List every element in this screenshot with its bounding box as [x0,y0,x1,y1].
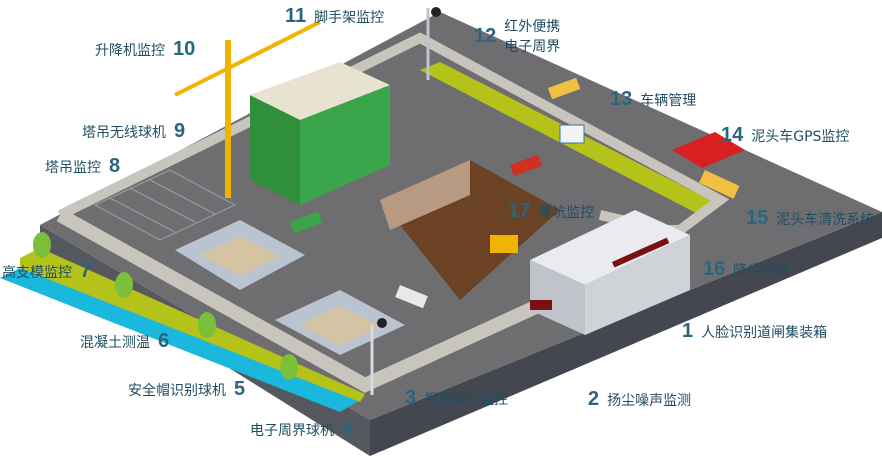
dome-camera [377,318,387,328]
scaffolding [93,169,237,241]
truck-wash-station [672,132,745,168]
dome-camera [431,7,441,17]
green-building-front [300,85,390,205]
green-building-top [250,62,390,120]
excavation-wall [380,160,470,230]
tanker-truck [290,211,323,234]
platform-side [370,212,882,456]
green-strip [20,248,365,402]
noise-monitor-display [530,300,552,310]
truck [699,170,740,199]
gate-container-side [530,260,585,335]
pit-1-floor [200,236,280,276]
gate-container-top [530,210,690,285]
green-building-side [250,95,300,205]
red-car [510,154,543,177]
trees [33,232,298,380]
cement-mixer [395,285,428,309]
blue-strip [0,268,360,412]
tower-crane-jib [174,20,321,97]
led-display [612,237,670,268]
pit-2-floor [300,306,380,346]
gate-container-front [585,235,690,335]
guard-booth [559,124,585,144]
fence-front [56,208,543,393]
truck [548,77,581,100]
excavator [490,235,518,253]
